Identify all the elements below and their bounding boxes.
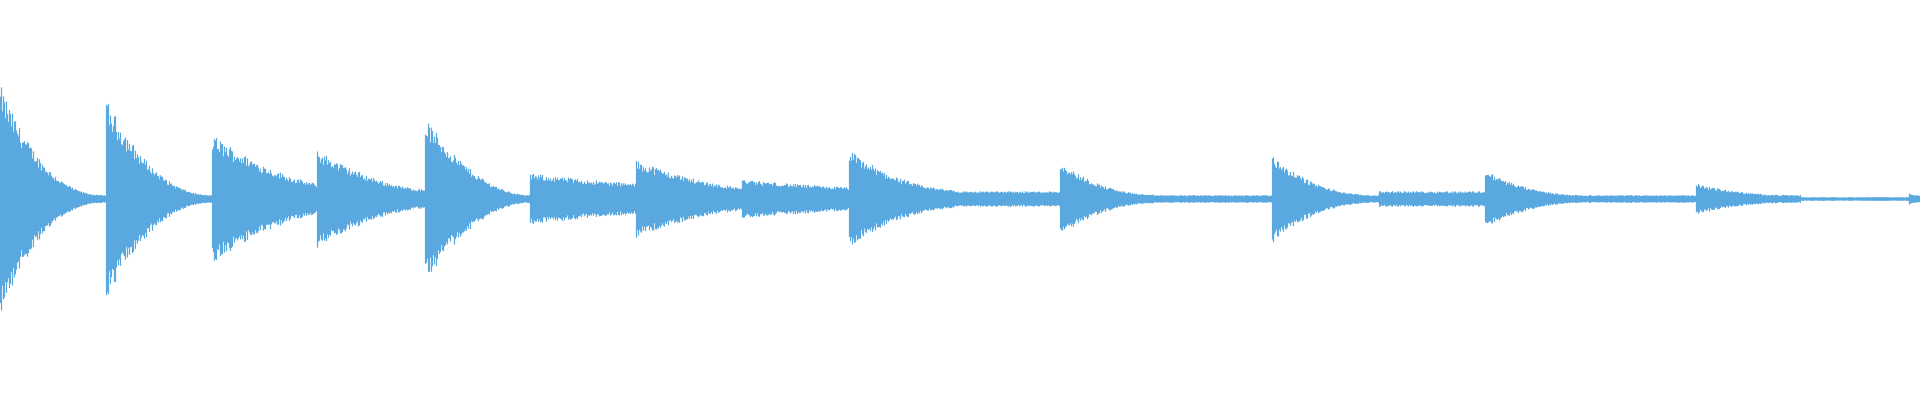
waveform-samples (0, 87, 1920, 311)
waveform-path (0, 87, 1920, 311)
